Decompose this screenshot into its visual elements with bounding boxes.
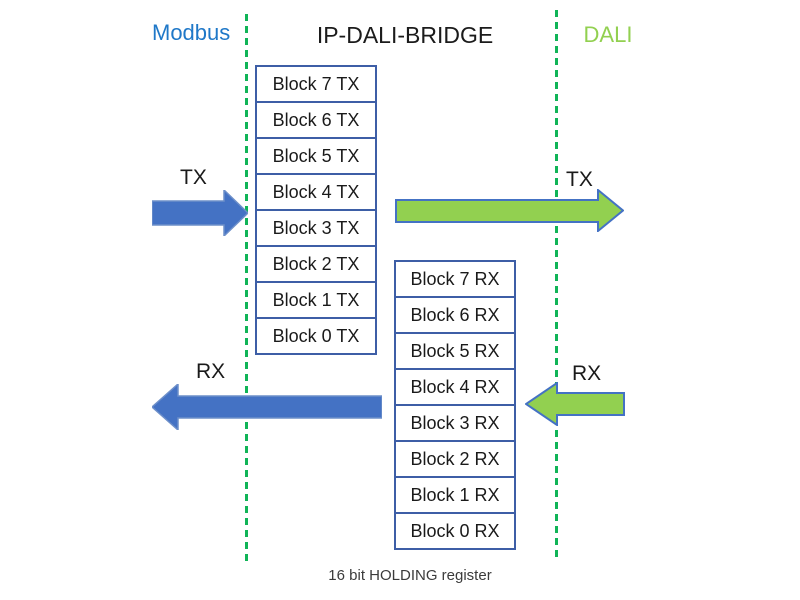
rx-block-6: Block 6 RX <box>394 296 516 334</box>
rx-block-3: Block 3 RX <box>394 404 516 442</box>
modbus-tx-arrow <box>152 190 248 236</box>
dali-rx-label: RX <box>572 362 602 385</box>
register-caption: 16 bit HOLDING register <box>328 567 492 584</box>
right-arrow-icon <box>152 190 248 236</box>
rx-block-5: Block 5 RX <box>394 332 516 370</box>
left-arrow-icon <box>525 382 625 426</box>
modbus-boundary-dashed-line <box>245 14 248 562</box>
dali-boundary-dashed-line <box>555 10 558 562</box>
tx-register-stack: Block 7 TX Block 6 TX Block 5 TX Block 4… <box>255 65 377 355</box>
dali-rx-arrow <box>525 382 625 426</box>
rx-block-7: Block 7 RX <box>394 260 516 298</box>
modbus-tx-label: TX <box>180 166 207 189</box>
tx-block-5: Block 5 TX <box>255 137 377 175</box>
dali-tx-arrow <box>395 189 624 232</box>
tx-block-1: Block 1 TX <box>255 281 377 319</box>
modbus-zone-label: Modbus <box>152 20 231 45</box>
dali-zone-label: DALI <box>583 22 633 47</box>
tx-block-3: Block 3 TX <box>255 209 377 247</box>
tx-block-4: Block 4 TX <box>255 173 377 211</box>
right-arrow-icon <box>395 189 624 232</box>
rx-block-0: Block 0 RX <box>394 512 516 550</box>
rx-register-stack: Block 7 RX Block 6 RX Block 5 RX Block 4… <box>394 260 516 550</box>
modbus-rx-label: RX <box>196 360 226 383</box>
tx-block-7: Block 7 TX <box>255 65 377 103</box>
dali-tx-label: TX <box>566 168 593 191</box>
left-arrow-icon <box>152 384 382 430</box>
tx-block-2: Block 2 TX <box>255 245 377 283</box>
tx-block-0: Block 0 TX <box>255 317 377 355</box>
tx-block-6: Block 6 TX <box>255 101 377 139</box>
bridge-title: IP-DALI-BRIDGE <box>316 22 494 48</box>
rx-block-2: Block 2 RX <box>394 440 516 478</box>
rx-block-1: Block 1 RX <box>394 476 516 514</box>
modbus-rx-arrow <box>152 384 382 430</box>
rx-block-4: Block 4 RX <box>394 368 516 406</box>
